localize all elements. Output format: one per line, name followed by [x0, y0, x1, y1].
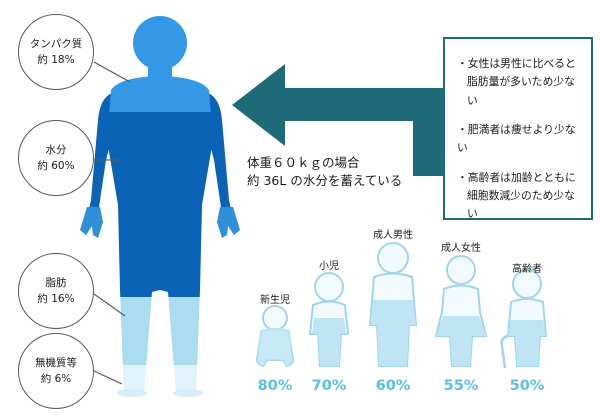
adult-male-figure: [368, 242, 418, 367]
value-label-child: 70%: [311, 378, 347, 394]
leader-lines: [93, 61, 131, 385]
note-line: ・高齢者は加齢とともに: [457, 170, 576, 184]
fat-bubble: 脂肪 約 16%: [18, 253, 94, 329]
right-hand: [217, 207, 240, 238]
value-label-adult-male: 60%: [375, 378, 411, 394]
category-label-child: 小児: [319, 261, 339, 272]
adult-female-figure: [434, 255, 488, 367]
category-label-adult-female: 成人女性: [441, 243, 481, 254]
human-body-figure: [80, 16, 240, 397]
mineral-bubble: 無機質等 約 6%: [18, 333, 94, 409]
cane: [500, 334, 509, 369]
category-label-newborn: 新生児: [260, 295, 290, 306]
protein-value: 約 18%: [37, 54, 75, 66]
fat-band: [107, 297, 213, 365]
mineral-label: 無機質等: [35, 356, 77, 369]
note-line: ・女性は男性に比べると: [457, 57, 576, 70]
category-label-elderly: 高齢者: [512, 264, 542, 275]
water-band: [107, 112, 213, 297]
caption-line-1: 体重６０ｋｇの場合: [247, 155, 360, 170]
child-figure: [308, 272, 350, 367]
weight-caption: 体重６０ｋｇの場合 約 36L の水分を蓄えている: [247, 154, 402, 190]
water-label: 水分: [45, 143, 67, 156]
protein-bubble: タンパク質 約 18%: [18, 14, 94, 90]
category-label-adult-male: 成人男性: [373, 230, 413, 241]
note-line: ・肥満者は痩せより少ない: [457, 123, 576, 155]
value-label-newborn: 80%: [257, 378, 293, 394]
fat-value: 約 16%: [37, 293, 75, 305]
caption-line-2: 約 36L の水分を蓄えている: [247, 173, 403, 189]
water-bubble: 水分 約 60%: [18, 120, 94, 196]
value-label-elderly: 50%: [509, 378, 545, 394]
protein-label: タンパク質: [29, 37, 83, 50]
left-hand: [80, 207, 103, 238]
arrow-graphic: [232, 64, 443, 176]
age-figures: [255, 242, 548, 369]
note-elderly: ・高齢者は加齢とともに 細胞数減少のため少ない: [457, 169, 585, 224]
notes-box: ・女性は男性に比べると 脂肪量が多いため少ない ・肥満者は痩せより少ない ・高齢…: [443, 37, 593, 220]
mineral-value: 約 6%: [40, 373, 72, 385]
mineral-band: [107, 365, 213, 395]
note-line: 脂肪量が多いため少ない: [467, 75, 575, 107]
note-line: 細胞数減少のため少ない: [467, 189, 575, 221]
fat-label: 脂肪: [45, 276, 67, 289]
elderly-figure: [500, 269, 548, 369]
note-female: ・女性は男性に比べると 脂肪量が多いため少ない: [457, 55, 585, 110]
value-label-adult-female: 55%: [443, 378, 479, 394]
note-obese: ・肥満者は痩せより少ない: [457, 121, 585, 158]
newborn-figure: [255, 305, 295, 368]
water-value: 約 60%: [37, 160, 75, 172]
protein-band: [107, 16, 213, 112]
